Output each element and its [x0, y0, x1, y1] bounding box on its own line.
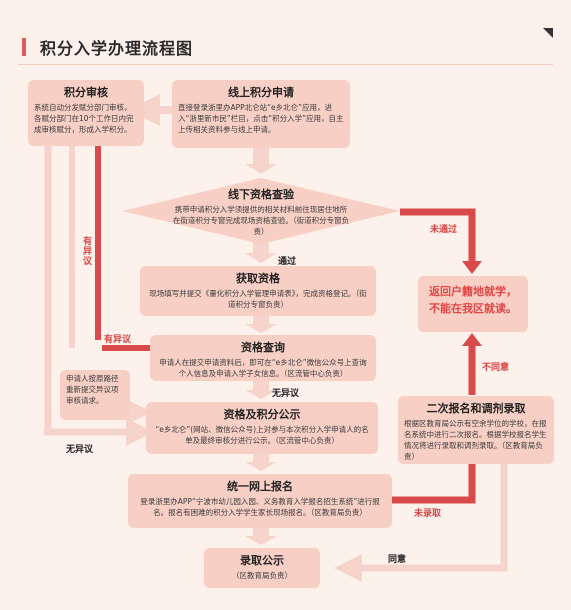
node-get-desc: 现场填写并提交《量化积分入学管理申请表》，完成资格登记。（街道积分专窗负责）: [149, 289, 367, 309]
label-objection-horizontal: 有异议: [104, 335, 132, 345]
page-title: 积分入学办理流程图: [40, 39, 194, 58]
node-unified-title: 统一网上报名: [227, 480, 293, 493]
node-appeal: 申请人按原路径重新提交异议项审核请求。: [60, 370, 130, 420]
node-publicity-title: 资格及积分公示: [223, 408, 301, 421]
node-offline-check-desc: 携带申请积分入学须提供的相关材料前往现居住地所在街道积分专窗完成现场资格查验。（…: [172, 205, 350, 236]
node-publicity-desc: “e乡北仑”(网站、微信公众号)上对参与本次积分入学申请人的名单及最终审核分进行…: [155, 425, 369, 445]
arrowhead-apply-to-check: [245, 164, 277, 174]
node-second-desc: 根据区教育局公示有空余学位的学校，在报名系统中进行二次报名。根据学校报名学生情况…: [404, 419, 547, 461]
arrowhead-query-to-publicity: [245, 390, 277, 399]
node-return-line2: 不能在我区就读。: [429, 301, 517, 315]
label-no-objection-center: 无异议: [272, 389, 300, 399]
label-not-admitted: 未录取: [414, 509, 442, 519]
node-admission-desc: （区教育局负责）: [232, 571, 292, 580]
node-offline-check-shape: [122, 178, 400, 244]
node-publicity: 资格及积分公示 “e乡北仑”(网站、微信公众号)上对参与本次积分入学申请人的名单…: [146, 402, 378, 454]
arrow-not-passed: [400, 208, 476, 263]
node-review: 积分审核 系统自动分发赋分部门审核，各赋分部门在10个工作日内完成审核赋分，形成…: [28, 80, 144, 146]
node-admission: 录取公示 （区教育局负责）: [204, 548, 320, 588]
connector-apply-to-check: [253, 148, 269, 164]
node-query-desc: 申请人在提交申请资料后，即可在“e乡北仑”微信公众号上查询个人信息及申请入学子女…: [159, 358, 367, 378]
connector-unified-to-admission: [253, 526, 269, 538]
label-objection-vertical: 有异议: [81, 236, 91, 266]
node-admission-title: 录取公示: [240, 554, 284, 567]
arrow-not-admitted: [392, 463, 476, 504]
node-unified-desc: 登录浙里办APP“宁波市幼儿园入园、义务教育入学报名招生系统”进行报名。报名有困…: [140, 497, 380, 517]
node-online-apply-title: 线上积分申请: [228, 86, 294, 99]
node-return-line1: 返回户籍地就学，: [429, 285, 517, 298]
node-second-title: 二次报名和调剂录取: [426, 402, 526, 415]
label-no-objection-left: 无异议: [66, 445, 94, 455]
label-passed: 通过: [278, 257, 297, 267]
node-get-qualification: 获取资格 现场填写并提交《量化积分入学管理申请表》，完成资格登记。（街道积分专窗…: [140, 266, 376, 316]
node-offline-check: 线下资格查验 携带申请积分入学须提供的相关材料前往现居住地所在街道积分专窗完成现…: [172, 186, 350, 238]
node-second-apply: 二次报名和调剂录取 根据区教育局公示有空余学位的学校，在报名系统中进行二次报名。…: [398, 396, 554, 464]
node-unified-apply: 统一网上报名 登录浙里办APP“宁波市幼儿园入园、义务教育入学报名招生系统”进行…: [128, 474, 392, 528]
node-review-desc: 系统自动分发赋分部门审核，各赋分部门在10个工作日内完成审核赋分，形成入学积分。: [34, 103, 134, 134]
node-query-title: 资格查询: [241, 341, 285, 354]
label-agree: 同意: [388, 555, 407, 565]
node-online-apply-desc: 直接登录浙里办APP北仑站“e乡北仑”应用，进入“浙里新市民”栏目，点击“积分入…: [178, 103, 344, 134]
arrowhead-unified-to-admission: [245, 536, 277, 545]
title-divider: [18, 64, 553, 65]
arrowhead-check-to-get: [245, 253, 277, 263]
arrowhead-get-to-query: [245, 324, 277, 333]
node-review-title: 积分审核: [64, 86, 108, 99]
arrow-agree: [334, 463, 508, 582]
label-not-agree: 不同意: [482, 363, 510, 373]
node-return-home: 返回户籍地就学， 不能在我区就读。: [418, 276, 528, 332]
connector-get-to-query: [253, 314, 269, 326]
connector-query-to-publicity: [253, 380, 269, 392]
node-online-apply: 线上积分申请 直接登录浙里办APP北仑站“e乡北仑”应用，进入“浙里新市民”栏目…: [172, 80, 350, 148]
node-get-title: 获取资格: [236, 272, 280, 285]
arrowhead-not-passed: [462, 261, 482, 274]
node-offline-check-title: 线下资格查验: [228, 188, 294, 201]
arrowhead-publicity-to-unified: [245, 462, 277, 471]
connector-publicity-to-unified: [253, 452, 269, 464]
title-accent-bar: [22, 38, 26, 56]
corner-triangle-decoration: [543, 28, 553, 38]
node-appeal-desc: 申请人按原路径重新提交异议项审核请求。: [66, 374, 119, 405]
label-not-passed: 未通过: [430, 225, 458, 235]
arrowhead-not-agree: [462, 333, 482, 346]
node-query: 资格查询 申请人在提交申请资料后，即可在“e乡北仑”微信公众号上查询个人信息及申…: [150, 335, 376, 381]
